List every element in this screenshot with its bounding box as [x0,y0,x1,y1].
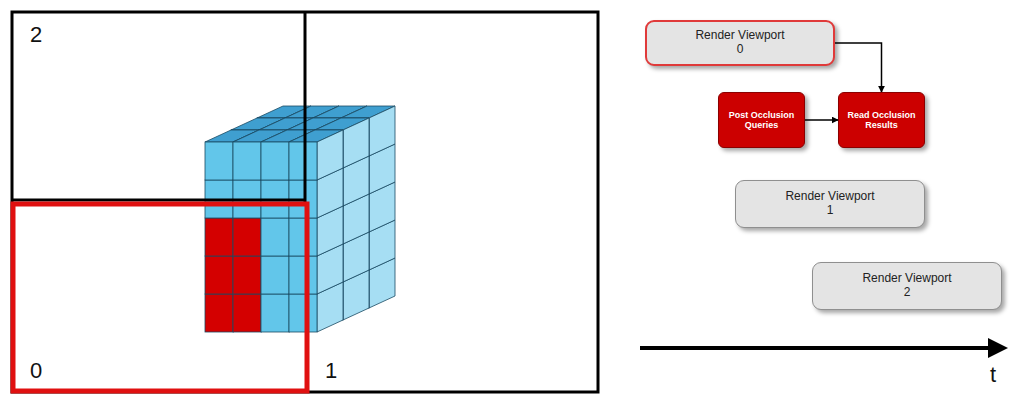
viewport-number: 0 [30,360,42,382]
active-viewport [13,204,307,391]
step-label: Render Viewport 2 [862,272,952,300]
step-label: Render Viewport 0 [695,29,785,57]
step-label: Post Occlusion Queries [727,110,797,131]
axis-label: t [990,364,996,386]
flow-arrow [805,119,838,121]
render-step: Render Viewport 0 [645,20,835,66]
occlusion-step: Read Occlusion Results [838,92,925,148]
step-label: Read Occlusion Results [847,110,917,131]
time-axis-head [988,338,1008,358]
step-label: Render Viewport 1 [785,190,875,218]
viewport-number: 2 [30,24,42,46]
occlusion-step: Post Occlusion Queries [718,92,805,148]
time-axis [640,346,993,350]
flow-arrow [835,43,882,92]
viewport-divider [304,12,307,203]
viewport-number: 1 [325,360,337,382]
viewport-divider [12,199,305,202]
render-step: Render Viewport 1 [735,180,925,228]
render-step: Render Viewport 2 [812,262,1002,310]
scene-cube [289,130,343,180]
screen-frame [12,12,598,392]
cube-stack [205,106,395,332]
